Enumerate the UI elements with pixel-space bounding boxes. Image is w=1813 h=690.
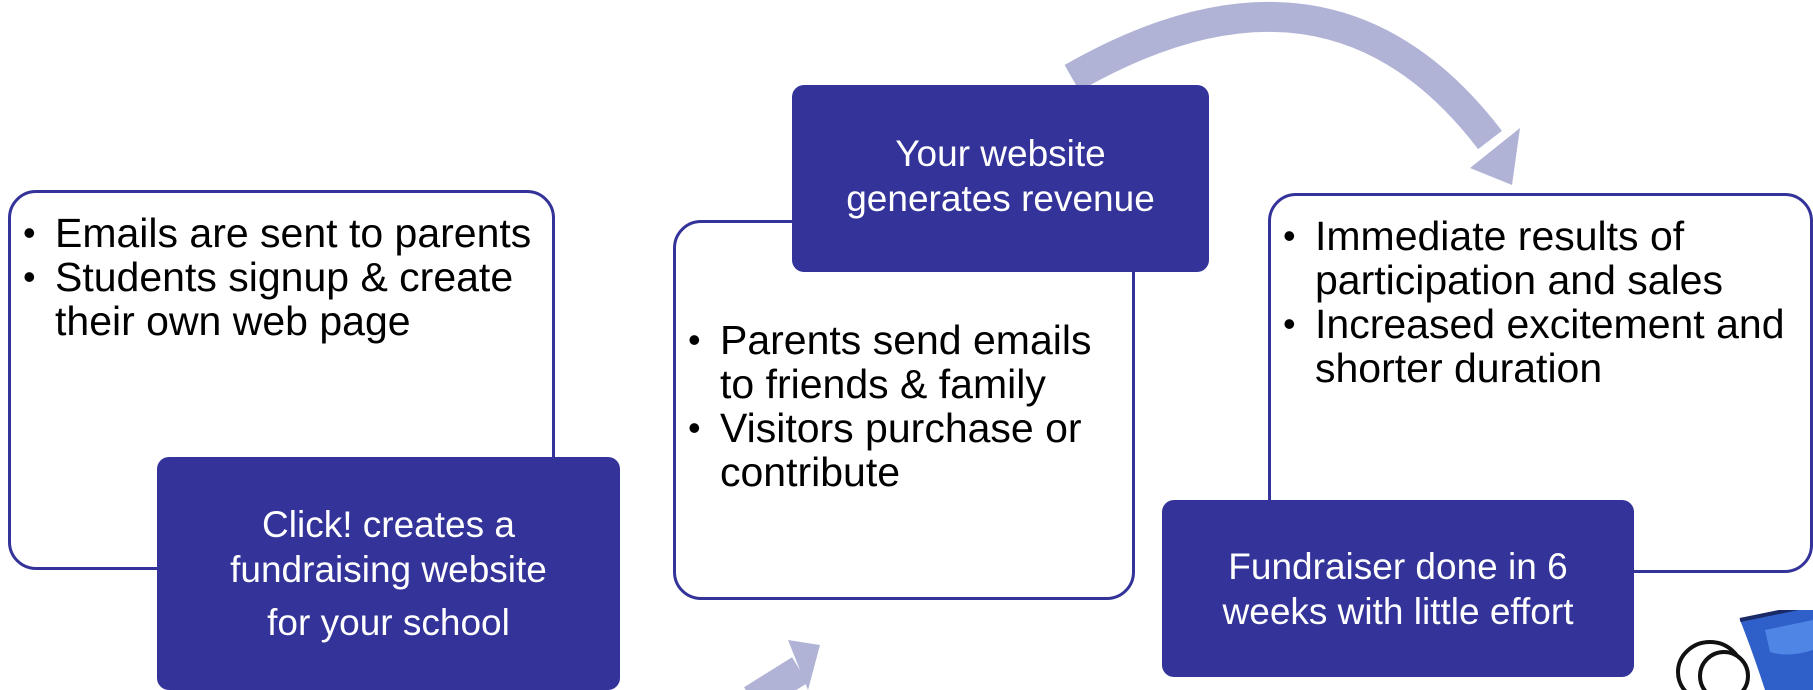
step3-action-line-1: Fundraiser done in 6 — [1228, 545, 1568, 587]
step3-bullet-list: Immediate results of participation and s… — [1271, 214, 1790, 390]
step1-bullet-1: Emails are sent to parents — [11, 211, 538, 255]
step1-action-line-2: fundraising website — [230, 549, 547, 590]
step2-detail-box: Parents send emails to friends & family … — [673, 220, 1135, 600]
step1-action-line-1: Click! creates a — [262, 504, 515, 545]
step2-bullet-1: Parents send emails to friends & family — [676, 318, 1122, 406]
step3-action-box: Fundraiser done in 6 weeks with little e… — [1162, 500, 1634, 677]
step2-bullet-list: Parents send emails to friends & family … — [676, 318, 1122, 494]
step2-bullet-2: Visitors purchase or contribute — [676, 406, 1122, 494]
step1-detail-box: Emails are sent to parents Students sign… — [8, 190, 555, 570]
step1-action-line-3: for your school — [267, 602, 510, 643]
arrow-step1-to-step2 — [744, 640, 820, 690]
step1-action-box: Click! creates a fundraising website for… — [157, 457, 620, 690]
step3-bullet-1: Immediate results of participation and s… — [1271, 214, 1790, 302]
mascot-logo-icon — [1670, 610, 1813, 690]
arrow-step2-to-step3 — [1064, 1, 1520, 185]
step1-bullet-2: Students signup & create their own web p… — [11, 255, 538, 343]
step2-action-line-2: generates revenue — [846, 178, 1155, 219]
step3-action-line-2: weeks with little effort — [1222, 590, 1574, 632]
step2-action-box: Your website generates revenue — [792, 85, 1209, 272]
step3-bullet-2: Increased excitement and shorter duratio… — [1271, 302, 1790, 390]
step2-action-line-1: Your website — [895, 133, 1106, 174]
step1-bullet-list: Emails are sent to parents Students sign… — [11, 211, 538, 343]
